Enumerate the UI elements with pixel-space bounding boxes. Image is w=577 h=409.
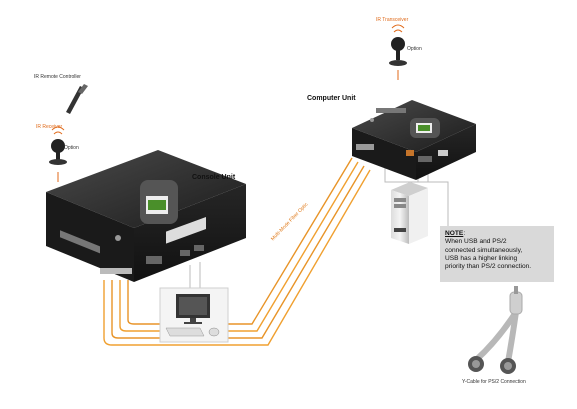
ir-receiver-icon <box>49 126 67 182</box>
fiber-cable-4 <box>127 157 353 325</box>
y-cable-label: Y-Cable for PS/2 Connection <box>462 379 526 385</box>
fiber-cable-3 <box>119 161 359 332</box>
console-unit-device <box>46 150 246 282</box>
console-unit-label: Console Unit <box>192 174 236 181</box>
fiber-cable-1 <box>103 169 371 346</box>
console-ports <box>100 217 206 274</box>
pc-tower <box>391 182 428 244</box>
fiber-cable-2 <box>111 165 365 339</box>
y-cable-icon <box>468 286 523 374</box>
peripherals-box <box>159 287 229 343</box>
computer-port-orange <box>406 150 414 156</box>
ir-remote-controller-icon <box>66 84 88 114</box>
console-power-icon <box>115 235 121 241</box>
option-label-right: Option <box>407 46 422 52</box>
console-peripheral-lines <box>189 262 201 288</box>
option-label-left: Option <box>64 145 79 151</box>
note-title: NOTE <box>445 230 464 237</box>
computer-unit-label: Computer Unit <box>307 95 356 102</box>
console-logo <box>60 230 100 254</box>
note-colon: : <box>463 230 466 237</box>
mouse-icon <box>208 327 220 337</box>
note-box: NOTE: When USB and PS/2 connected simult… <box>440 226 554 282</box>
note-line-4: priority than PS/2 connection. <box>445 263 532 271</box>
ir-transceiver-icon <box>389 24 407 80</box>
ir-transceiver-label: IR Transceiver <box>376 17 409 23</box>
note-line-1: When USB and PS/2 <box>445 238 507 246</box>
ir-receiver-label: IR Receiver <box>36 124 63 130</box>
computer-logo <box>376 108 406 113</box>
computer-unit-device <box>352 100 476 180</box>
ir-remote-controller-label: IR Remote Controller <box>34 74 81 80</box>
note-line-3: USB has a higher linking <box>445 254 518 262</box>
fiber-optic-cables <box>103 157 371 346</box>
keyboard-icon <box>165 327 205 337</box>
note-line-2: connected simultaneously, <box>445 246 523 254</box>
